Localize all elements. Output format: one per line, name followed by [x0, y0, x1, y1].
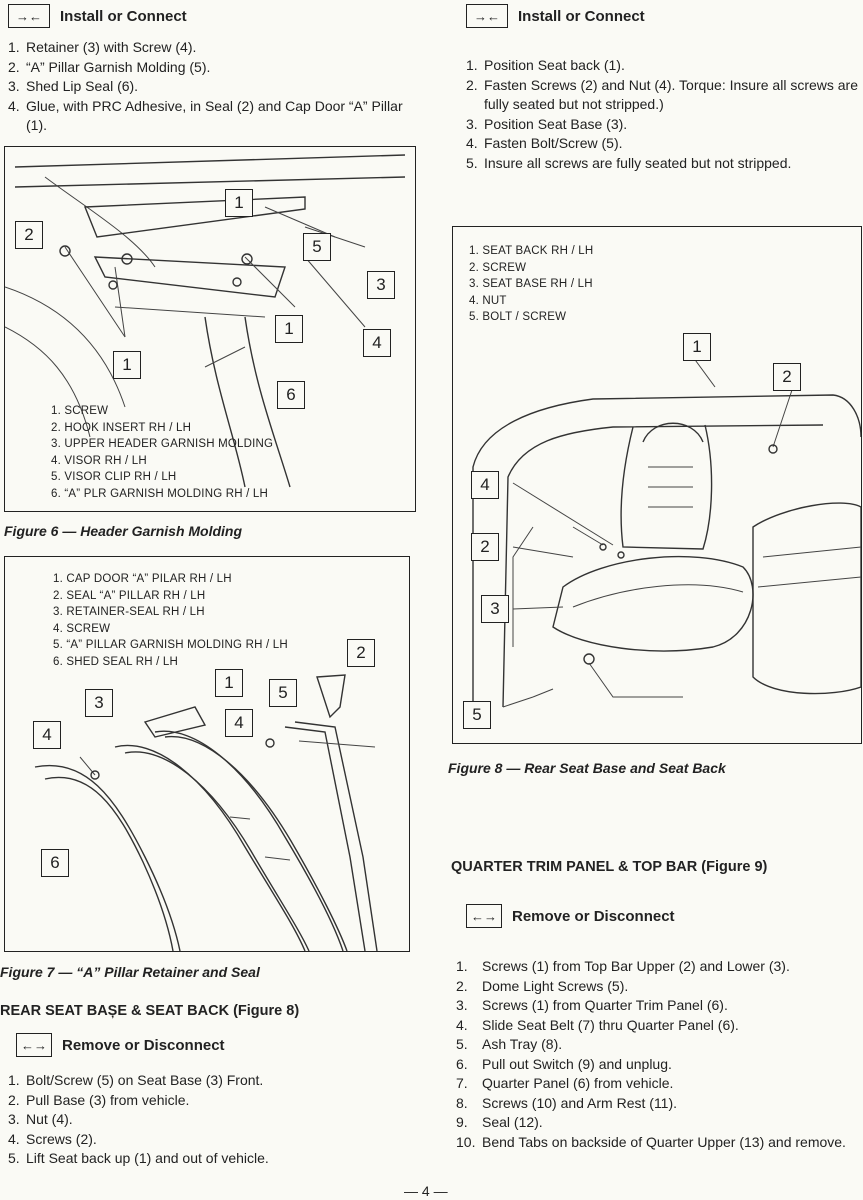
- legend-item: 3. SEAT BASE RH / LH: [469, 278, 593, 290]
- rear-seat-drawing: [472, 356, 861, 727]
- callout-3: 3: [481, 595, 509, 623]
- legend-item: 6. SHED SEAL RH / LH: [53, 655, 179, 668]
- figure-7-illustration: 1. CAP DOOR “A” PILAR RH / LH 2. SEAL “A…: [4, 556, 410, 952]
- callout-2: 2: [347, 639, 375, 667]
- remove-header-label: Remove or Disconnect: [62, 1036, 225, 1054]
- callout-5: 5: [269, 679, 297, 707]
- remove-disconnect-icon: ←→: [466, 904, 502, 928]
- figure-6-illustration: 2 1 5 3 1 4 1 6 1. SCREW 2. HOOK INSERT …: [4, 146, 416, 512]
- list-item: 8.Screws (10) and Arm Rest (11).: [456, 1094, 678, 1111]
- legend-item: 3. UPPER HEADER GARNISH MOLDING: [51, 438, 274, 450]
- callout-4: 4: [471, 471, 499, 499]
- remove-header-label: Remove or Disconnect: [512, 907, 675, 925]
- list-item: 6.Pull out Switch (9) and unplug.: [456, 1055, 672, 1072]
- figure-6-caption: Figure 6 — Header Garnish Molding: [4, 523, 243, 539]
- legend-item: 5. BOLT / SCREW: [469, 311, 567, 323]
- legend-item: 1. SEAT BACK RH / LH: [469, 245, 594, 257]
- list-item: 9.Seal (12).: [456, 1114, 543, 1130]
- callout-4b: 4: [225, 709, 253, 737]
- figure-8-caption: Figure 8 — Rear Seat Base and Seat Back: [448, 760, 726, 776]
- remove-steps-right: 1.Screws (1) from Top Bar Upper (2) and …: [456, 957, 861, 1152]
- list-item: 2.“A” Pillar Garnish Molding (5).: [8, 58, 211, 75]
- list-item: 1.Screws (1) from Top Bar Upper (2) and …: [456, 958, 790, 974]
- install-connect-icon: →←: [8, 4, 50, 28]
- callout-1c: 1: [113, 351, 141, 379]
- figure-8-illustration: 1. SEAT BACK RH / LH 2. SCREW 3. SEAT BA…: [452, 226, 862, 744]
- install-connect-icon: →←: [466, 4, 508, 28]
- legend-item: 3. RETAINER-SEAL RH / LH: [53, 606, 205, 618]
- callout-2b: 2: [471, 533, 499, 561]
- callout-2: 2: [15, 221, 43, 249]
- list-item: 7.Quarter Panel (6) from vehicle.: [456, 1075, 674, 1091]
- legend-item: 2. SCREW: [469, 261, 527, 274]
- install-header-right: →← Install or Connect: [466, 4, 645, 28]
- callout-4: 4: [363, 329, 391, 357]
- callout-5: 5: [303, 233, 331, 261]
- callout-2: 2: [773, 363, 801, 391]
- figure-6-legend: 1. SCREW 2. HOOK INSERT RH / LH 3. UPPER…: [51, 403, 273, 502]
- legend-item: 4. VISOR RH / LH: [51, 454, 147, 467]
- list-item: 1.Position Seat back (1).: [466, 57, 625, 73]
- list-item: 3.Screws (1) from Quarter Trim Panel (6)…: [456, 997, 728, 1013]
- list-item: 5.Insure all screws are fully seated but…: [466, 154, 792, 171]
- install-header-left: →← Install or Connect: [8, 4, 187, 28]
- remove-header-right: ←→ Remove or Disconnect: [466, 904, 675, 928]
- callout-1: 1: [215, 669, 243, 697]
- install-steps-left: 1.Retainer (3) with Screw (4). 2.“A” Pil…: [8, 38, 403, 136]
- legend-item: 4. NUT: [469, 294, 507, 307]
- legend-item: 1. CAP DOOR “A” PILAR RH / LH: [53, 573, 232, 585]
- list-item: 4.Fasten Bolt/Screw (5).: [466, 135, 623, 151]
- list-item: 2.Dome Light Screws (5).: [456, 977, 629, 994]
- figure-8-legend: 1. SEAT BACK RH / LH 2. SCREW 3. SEAT BA…: [469, 243, 593, 326]
- remove-header-left: ←→ Remove or Disconnect: [16, 1033, 225, 1057]
- legend-item: 4. SCREW: [53, 622, 111, 635]
- remove-steps-left: 1.Bolt/Screw (5) on Seat Base (3) Front.…: [8, 1071, 403, 1169]
- callout-5: 5: [463, 701, 491, 729]
- legend-item: 6. “A” PLR GARNISH MOLDING RH / LH: [51, 487, 269, 500]
- quarter-trim-section-title: QUARTER TRIM PANEL & TOP BAR (Figure 9): [451, 859, 768, 875]
- callout-1: 1: [683, 333, 711, 361]
- install-header-label: Install or Connect: [518, 7, 645, 25]
- list-item: 3.Nut (4).: [8, 1111, 73, 1127]
- list-item: 1.Retainer (3) with Screw (4).: [8, 39, 197, 55]
- header-garnish-drawing: [5, 154, 406, 488]
- legend-item: 5. VISOR CLIP RH / LH: [51, 471, 177, 483]
- list-item: 2.Fasten Screws (2) and Nut (4). Torque:…: [466, 76, 859, 113]
- figure-7-legend: 1. CAP DOOR “A” PILAR RH / LH 2. SEAL “A…: [53, 571, 288, 670]
- list-item: 3.Shed Lip Seal (6).: [8, 78, 139, 94]
- page-number: — 4 —: [404, 1183, 448, 1199]
- legend-item: 2. SEAL “A” PILLAR RH / LH: [53, 589, 206, 602]
- callout-3: 3: [85, 689, 113, 717]
- install-steps-right: 1.Position Seat back (1). 2.Fasten Screw…: [466, 56, 861, 173]
- list-item: 4.Glue, with PRC Adhesive, in Seal (2) a…: [8, 97, 403, 134]
- callout-6: 6: [41, 849, 69, 877]
- list-item: 3.Position Seat Base (3).: [466, 115, 628, 132]
- list-item: 4.Screws (2).: [8, 1130, 97, 1147]
- callout-6: 6: [277, 381, 305, 409]
- remove-disconnect-icon: ←→: [16, 1033, 52, 1057]
- pillar-retainer-drawing: [34, 674, 378, 951]
- callout-4: 4: [33, 721, 61, 749]
- list-item: 2.Pull Base (3) from vehicle.: [8, 1091, 190, 1108]
- list-item: 10.Bend Tabs on backside of Quarter Uppe…: [456, 1133, 846, 1150]
- callout-3: 3: [367, 271, 395, 299]
- callout-1b: 1: [275, 315, 303, 343]
- list-item: 4.Slide Seat Belt (7) thru Quarter Panel…: [456, 1016, 739, 1033]
- figure-7-caption: Figure 7 — “A” Pillar Retainer and Seal: [0, 964, 260, 980]
- list-item: 5.Ash Tray (8).: [456, 1036, 563, 1052]
- legend-item: 5. “A” PILLAR GARNISH MOLDING RH / LH: [53, 639, 288, 651]
- callout-1: 1: [225, 189, 253, 217]
- rear-seat-section-title: REAR SEAT BAȘE & SEAT BACK (Figure 8): [0, 1003, 300, 1019]
- install-header-label: Install or Connect: [60, 7, 187, 25]
- legend-item: 2. HOOK INSERT RH / LH: [51, 421, 192, 434]
- legend-item: 1. SCREW: [51, 405, 109, 417]
- list-item: 5.Lift Seat back up (1) and out of vehic…: [8, 1150, 269, 1166]
- list-item: 1.Bolt/Screw (5) on Seat Base (3) Front.: [8, 1072, 264, 1088]
